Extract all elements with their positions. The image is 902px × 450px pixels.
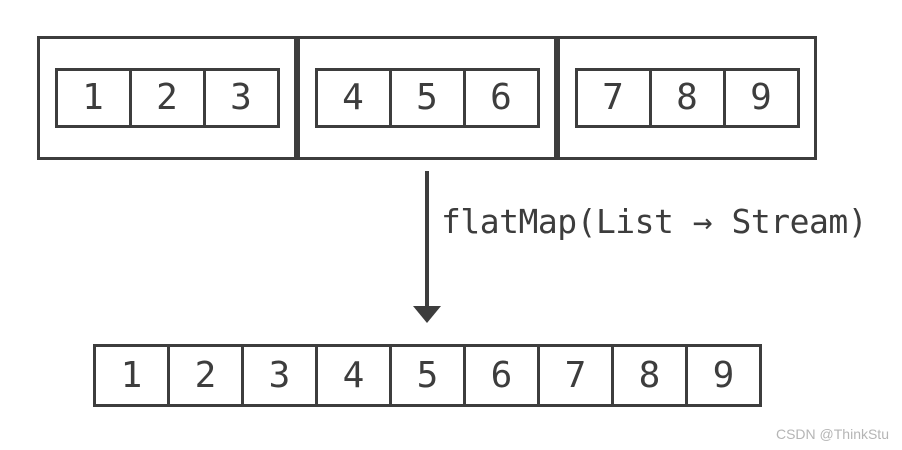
list-cell: 9 [722, 68, 800, 128]
list-cell: 2 [128, 68, 206, 128]
source-lists-row: 1 2 3 4 5 6 7 8 9 [37, 36, 817, 160]
cell-value: 1 [120, 354, 143, 396]
cell-value: 8 [638, 354, 661, 396]
list-cell: 5 [388, 68, 466, 128]
flattened-stream-row: 1 2 3 4 5 6 7 8 9 [93, 344, 762, 407]
cell-value: 8 [676, 77, 698, 118]
list-cell: 4 [314, 68, 392, 128]
stream-cell: 3 [241, 344, 318, 407]
cell-value: 7 [564, 354, 587, 396]
list-3-cells: 7 8 9 [574, 68, 800, 128]
stream-cell: 8 [611, 344, 688, 407]
stream-cell: 4 [315, 344, 392, 407]
stream-cell: 7 [537, 344, 614, 407]
cell-value: 6 [490, 354, 513, 396]
down-arrow-icon [413, 306, 441, 323]
stream-cell: 2 [167, 344, 244, 407]
cell-value: 3 [230, 77, 252, 118]
cell-value: 2 [194, 354, 217, 396]
cell-value: 4 [342, 354, 365, 396]
list-2-cells: 4 5 6 [314, 68, 540, 128]
list-box-2: 4 5 6 [297, 36, 557, 160]
list-cell: 1 [54, 68, 132, 128]
list-cell: 8 [648, 68, 726, 128]
cell-value: 1 [82, 77, 104, 118]
cell-value: 5 [416, 354, 439, 396]
cell-value: 3 [268, 354, 291, 396]
list-1-cells: 1 2 3 [54, 68, 280, 128]
down-arrow-shaft [425, 171, 429, 308]
cell-value: 7 [602, 77, 624, 118]
stream-cell: 5 [389, 344, 466, 407]
list-cell: 6 [462, 68, 540, 128]
list-cell: 3 [202, 68, 280, 128]
list-box-3: 7 8 9 [557, 36, 817, 160]
list-box-1: 1 2 3 [37, 36, 297, 160]
stream-cell: 9 [685, 344, 762, 407]
cell-value: 4 [342, 77, 364, 118]
stream-cell: 6 [463, 344, 540, 407]
cell-value: 2 [156, 77, 178, 118]
cell-value: 9 [750, 77, 772, 118]
watermark: CSDN @ThinkStu [775, 426, 889, 442]
flatmap-operation-label: flatMap(List → Stream) [441, 202, 868, 241]
cell-value: 5 [416, 77, 438, 118]
list-cell: 7 [574, 68, 652, 128]
cell-value: 9 [712, 354, 735, 396]
stream-cell: 1 [93, 344, 170, 407]
cell-value: 6 [490, 77, 512, 118]
